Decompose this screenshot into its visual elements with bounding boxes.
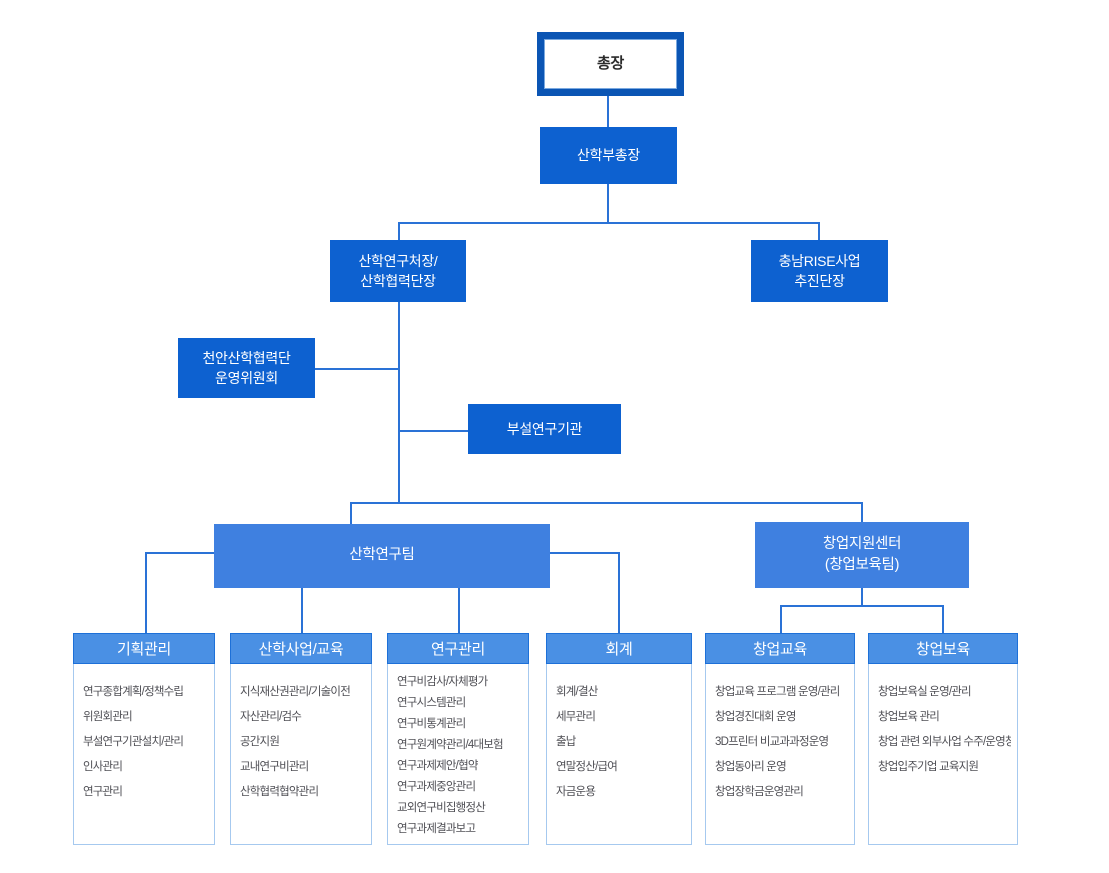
department-task-item: 지식재산권관리/기술이전 xyxy=(240,686,351,698)
department-task-item: 공간지원 xyxy=(240,736,280,748)
connector-line xyxy=(398,222,400,240)
department-task-item: 출납 xyxy=(556,736,576,748)
node-label-line: 천안산학협력단 xyxy=(202,349,291,366)
department-title: 산학사업/교육 xyxy=(230,633,372,664)
department-task-item: 창업교육 프로그램 운영/관리 xyxy=(715,686,840,698)
department-task-item: 교외연구비집행정산 xyxy=(397,802,486,814)
department-task-item: 창업보육 관리 xyxy=(878,711,940,723)
node-vice-president-label: 산학부총장 xyxy=(577,147,640,164)
department-task-item: 창업보육실 운영/관리 xyxy=(878,686,972,698)
department-task-item: 창업장학금운영관리 xyxy=(715,786,804,798)
department-task-item: 자금운용 xyxy=(556,786,596,798)
department-task-item: 자산관리/검수 xyxy=(240,711,302,723)
department-task-item: 3D프린터 비교과과정운영 xyxy=(715,736,829,748)
connector-line xyxy=(145,552,147,633)
node-label-line: 창업지원센터 xyxy=(822,535,902,552)
connector-line xyxy=(780,605,782,633)
department-task-item: 연구관리 xyxy=(83,786,123,798)
connector-line xyxy=(607,96,609,127)
department-task-item: 창업동아리 운영 xyxy=(715,761,787,773)
connector-line xyxy=(780,605,943,607)
connector-line xyxy=(350,502,863,504)
department-task-item: 연말정산/급여 xyxy=(556,761,618,773)
connector-line xyxy=(398,302,400,503)
department-task-item: 위원회관리 xyxy=(83,711,133,723)
department-task-item: 연구원계약관리/4대보험 xyxy=(397,739,504,751)
node-research-office-head: 산학연구처장/ 산학협력단장 xyxy=(330,240,466,302)
connector-line xyxy=(398,430,468,432)
connector-line xyxy=(550,552,619,554)
connector-line xyxy=(861,588,863,606)
department-title: 창업보육 xyxy=(868,633,1018,664)
department-task-item: 연구시스템관리 xyxy=(397,697,466,709)
department-title: 창업교육 xyxy=(705,633,855,664)
department-task-item: 인사관리 xyxy=(83,761,123,773)
node-affiliated-research-institute: 부설연구기관 xyxy=(468,404,621,454)
node-president-label: 총장 xyxy=(596,55,624,73)
department-task-item: 회계/결산 xyxy=(556,686,598,698)
node-label-line: (창업보육팀) xyxy=(824,557,900,573)
node-label-line: 충남RISE사업 xyxy=(778,252,861,269)
department-task-item: 창업경진대회 운영 xyxy=(715,711,796,723)
node-label-line: 운영위원회 xyxy=(215,370,278,386)
node-president: 총장 xyxy=(537,32,684,96)
node-label-line: 산학연구처장/ xyxy=(358,252,438,269)
node-affiliated-label: 부설연구기관 xyxy=(506,420,583,437)
department-task-item: 세무관리 xyxy=(556,711,596,723)
department-task-item: 연구과제제안/협약 xyxy=(397,760,478,772)
department-title: 회계 xyxy=(546,633,692,664)
connector-line xyxy=(607,184,609,222)
department-task-item: 창업입주기업 교육지원 xyxy=(878,761,979,773)
connector-line xyxy=(861,502,863,524)
department-task-item: 창업 관련 외부사업 수주/운영창 xyxy=(878,736,1011,748)
node-label-line: 산학협력단장 xyxy=(360,273,436,289)
node-cheonan-committee: 천안산학협력단 운영위원회 xyxy=(178,338,315,398)
department-title: 연구관리 xyxy=(387,633,529,664)
department-task-item: 연구종합계획/정책수립 xyxy=(83,686,184,698)
connector-line xyxy=(458,588,460,633)
node-vice-president: 산학부총장 xyxy=(540,127,677,184)
department-task-item: 연구비통계관리 xyxy=(397,718,466,730)
connector-line xyxy=(350,502,352,524)
department-task-item: 부설연구기관설치/관리 xyxy=(83,736,184,748)
node-startup-support-center: 창업지원센터 (창업보육팀) xyxy=(755,522,969,588)
connector-line xyxy=(145,552,214,554)
connector-line xyxy=(818,222,820,240)
connector-line xyxy=(315,368,398,370)
connector-line xyxy=(618,552,620,633)
department-title: 기획관리 xyxy=(73,633,215,664)
department-task-item: 연구과제중앙관리 xyxy=(397,781,476,793)
connector-line xyxy=(301,588,303,633)
department-task-item: 연구비감사/자체평가 xyxy=(397,676,488,688)
node-research-team-label: 산학연구팀 xyxy=(349,547,415,564)
node-rise-project: 충남RISE사업 추진단장 xyxy=(751,240,888,302)
node-research-team: 산학연구팀 xyxy=(214,524,550,588)
department-task-item: 산학협력협약관리 xyxy=(240,786,319,798)
node-label-line: 추진단장 xyxy=(794,273,845,289)
department-task-item: 교내연구비관리 xyxy=(240,761,309,773)
connector-line xyxy=(942,605,944,633)
department-task-item: 연구과제결과보고 xyxy=(397,823,476,835)
connector-line xyxy=(398,222,819,224)
